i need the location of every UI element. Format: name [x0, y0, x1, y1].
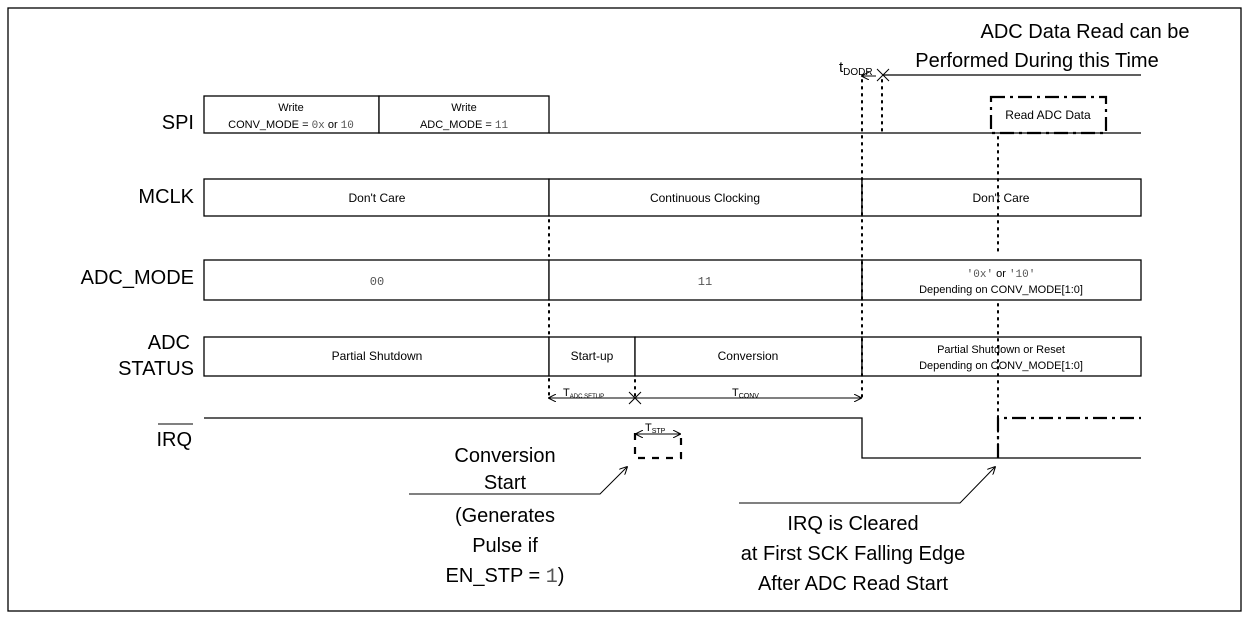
irq-waveform	[204, 417, 1141, 459]
t-dodr-label: tDODR	[839, 59, 873, 78]
mclk-seg1-label: Don't Care	[349, 191, 406, 205]
spi-read-adc-data-box	[989, 95, 1108, 135]
adc-mode-seg-depending	[861, 259, 1142, 301]
adc-status-seg2-label: Start-up	[571, 349, 614, 363]
adc-status-seg4-line2: Depending on CONV_MODE[1:0]	[919, 360, 1083, 372]
spi-read-adc-data-label: Read ADC Data	[1005, 108, 1091, 122]
adc-mode-seg1-label: 00	[370, 275, 384, 289]
signal-label-irq: IRQ	[156, 429, 192, 451]
adc-mode-seg3-line1: '0x' or '10'	[967, 268, 1036, 281]
adc-status-conversion	[634, 336, 863, 377]
mclk-dont-care-2	[861, 178, 1142, 217]
conv-start-line2: Start	[484, 472, 527, 494]
irq-clear-line1: IRQ is Cleared	[787, 513, 918, 535]
irq-clear-pointer	[739, 467, 995, 504]
conv-start-line3: (Generates	[455, 505, 555, 527]
conv-start-line1: Conversion	[454, 445, 555, 467]
adc-status-start-up	[548, 336, 636, 377]
spi-write1-text: CONV_MODE = 0x or 10	[228, 119, 354, 132]
irq-clear-line3: After ADC Read Start	[758, 573, 949, 595]
read-window-label-2: Performed During this Time	[915, 50, 1158, 72]
irq-cleared-waveform	[996, 416, 1141, 458]
mclk-seg3-label: Don't Care	[973, 191, 1030, 205]
spi-write2-title: Write	[451, 102, 476, 114]
t-boundary-cross-b	[628, 391, 642, 405]
irq-clear-line2: at First SCK Falling Edge	[741, 543, 966, 565]
stp-pulse	[633, 433, 683, 460]
adc-status-seg4-line1: Partial Shutdown or Reset	[937, 344, 1065, 356]
signal-label-mclk: MCLK	[138, 186, 194, 208]
signal-label-adc-mode: ADC_MODE	[81, 267, 194, 289]
conv-start-line4: Pulse if	[472, 535, 538, 557]
spi-write2-text: ADC_MODE = 11	[420, 119, 508, 132]
adc-status-seg1-label: Partial Shutdown	[332, 349, 423, 363]
adc-mode-seg3-line2: Depending on CONV_MODE[1:0]	[919, 284, 1083, 296]
conv-start-line5: EN_STP = 1)	[446, 565, 565, 589]
t-stp-label: TSTP	[645, 422, 666, 435]
mclk-seg2-label: Continuous Clocking	[650, 191, 760, 205]
conv-start-pointer	[409, 467, 627, 495]
mclk-dont-care-1	[203, 178, 550, 217]
signal-label-adc-status-1: ADC	[148, 332, 190, 354]
spi-write-adc-mode-box	[378, 95, 550, 134]
adc-status-depending	[861, 336, 1142, 377]
signal-label-spi: SPI	[162, 112, 194, 134]
diagram-frame	[7, 7, 1242, 612]
adc-status-seg3-label: Conversion	[718, 349, 779, 363]
adc-mode-seg-00	[203, 259, 550, 301]
t-conv-label: TCONV	[732, 387, 759, 400]
t-adc-setup-label: TADC SETUP	[563, 387, 604, 400]
read-window-label-1: ADC Data Read can be	[980, 21, 1189, 43]
mclk-continuous-clocking	[548, 178, 863, 217]
signal-label-adc-status-2: STATUS	[118, 358, 194, 380]
spi-write1-title: Write	[278, 102, 303, 114]
adc-mode-seg2-label: 11	[698, 275, 712, 289]
adc-status-partial-shutdown	[203, 336, 550, 377]
